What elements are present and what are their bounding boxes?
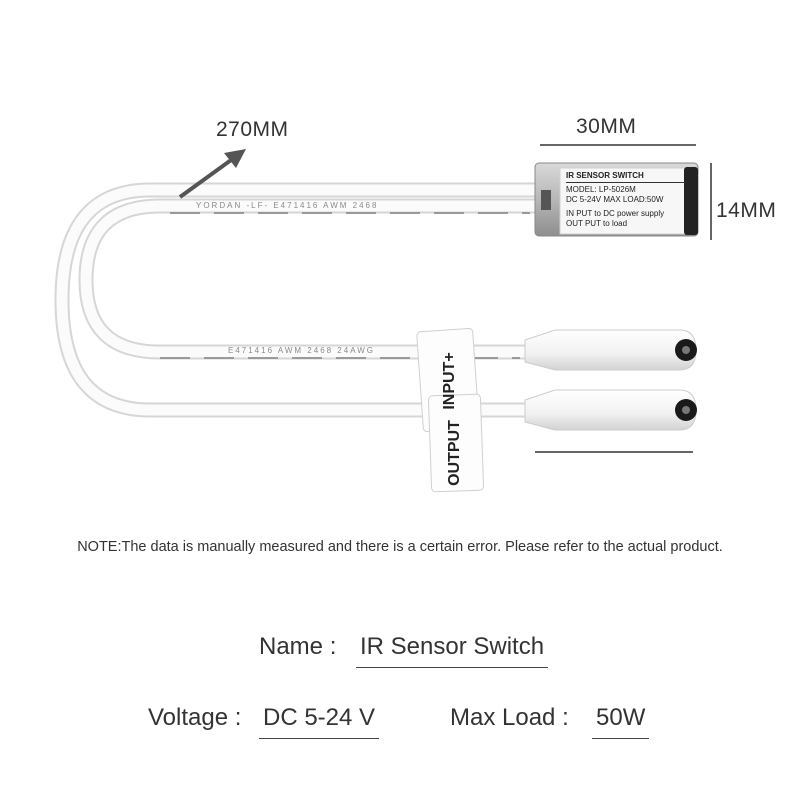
- spec-name-value: IR Sensor Switch: [356, 633, 549, 668]
- product-illustration: [54, 144, 712, 493]
- ir-sensor-switch-box: [534, 162, 699, 237]
- box-dimension-lines: [535, 144, 712, 453]
- device-label-title: IR SENSOR SWITCH: [566, 171, 686, 183]
- spec-max-load-label: Max Load :: [450, 704, 569, 731]
- spec-voltage-value: DC 5-24 V: [259, 704, 380, 739]
- switch-width-dimension: 30MM: [576, 115, 637, 138]
- input-tag-label: INPUT+: [441, 352, 458, 410]
- spec-voltage-label: Voltage :: [148, 704, 242, 731]
- device-label-input-note: IN PUT to DC power supply: [566, 208, 665, 218]
- cable-print-middle: E471416 AWM 2468 24AWG: [228, 346, 376, 355]
- cable-tags: [416, 327, 485, 493]
- device-label-output-note: OUT PUT to load: [566, 219, 628, 228]
- dc-connector-input: [524, 329, 697, 371]
- device-label: IR SENSOR SWITCH MODEL: LP-5026M DC 5-24…: [566, 171, 686, 230]
- cable-length-arrow: [178, 149, 246, 199]
- measurement-note: NOTE:The data is manually measured and t…: [77, 539, 723, 555]
- spec-name-label: Name :: [259, 633, 337, 660]
- cable-loop: [54, 182, 540, 418]
- spec-max-load-value: 50W: [592, 704, 650, 739]
- cable-print-top: YORDAN -LF- E471416 AWM 2468: [196, 201, 379, 210]
- switch-height-dimension: 14MM: [716, 199, 777, 222]
- device-label-model: MODEL: LP-5026M: [566, 184, 636, 194]
- cable-length-dimension: 270MM: [216, 118, 289, 141]
- device-label-ratings: DC 5-24V MAX LOAD:50W: [566, 195, 664, 204]
- dc-connector-output: [524, 389, 697, 431]
- output-tag-label: OUTPUT: [446, 420, 463, 486]
